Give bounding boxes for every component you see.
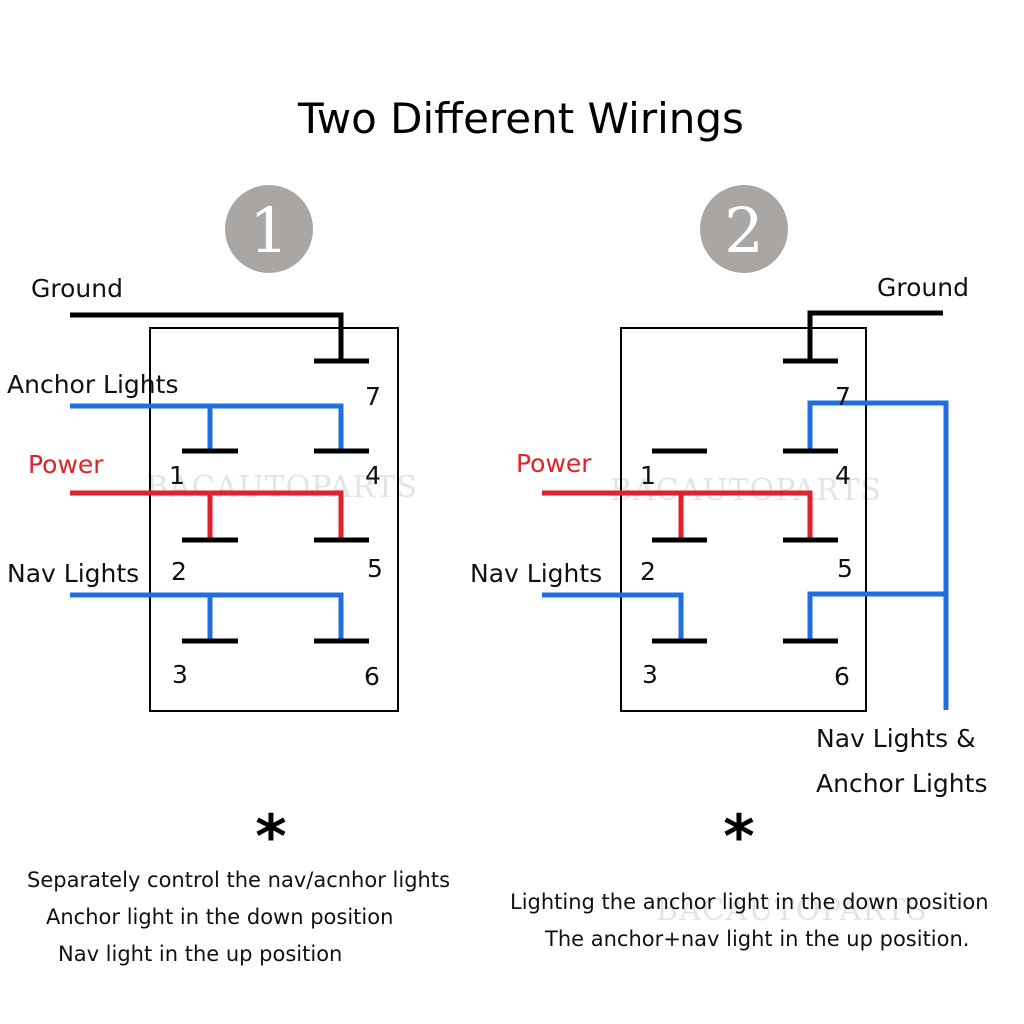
power-wire-2 bbox=[542, 490, 813, 540]
label-power-2: Power bbox=[516, 449, 592, 478]
pin-2-4: 4 bbox=[835, 461, 851, 490]
label-combined-2-line2: Anchor Lights bbox=[816, 769, 987, 798]
note-1-a: Separately control the nav/acnhor lights bbox=[27, 868, 450, 892]
badge-1-number: 1 bbox=[249, 194, 288, 267]
pin-1-5: 5 bbox=[367, 554, 383, 583]
note-1-c: Nav light in the up position bbox=[58, 942, 342, 966]
diagram-1: 1 7 1 4 2 5 3 6 Ground bbox=[7, 185, 450, 966]
watermark-3: BACAUTOPARTS bbox=[656, 893, 928, 928]
star-2: * bbox=[723, 802, 754, 872]
combined-wire-2-bottom bbox=[807, 591, 946, 641]
note-2-a: Lighting the anchor light in the down po… bbox=[510, 890, 989, 914]
pin-1-4: 4 bbox=[365, 461, 381, 490]
power-wire-1 bbox=[70, 490, 344, 540]
combined-wire-2-top bbox=[807, 400, 949, 710]
terminals-1 bbox=[182, 358, 369, 644]
pin-2-5: 5 bbox=[837, 554, 853, 583]
terminals-2 bbox=[652, 358, 838, 644]
pin-2-7: 7 bbox=[835, 382, 851, 411]
label-combined-2-line1: Nav Lights & bbox=[816, 724, 976, 753]
label-ground-2: Ground bbox=[877, 273, 969, 302]
nav-wire-2 bbox=[542, 592, 684, 641]
switch-body-2 bbox=[620, 327, 867, 712]
note-2-b: The anchor+nav light in the up position. bbox=[544, 927, 969, 951]
ground-wire-2 bbox=[807, 310, 943, 361]
label-ground-1: Ground bbox=[31, 274, 123, 303]
badge-1-circle bbox=[225, 185, 313, 273]
label-power-1: Power bbox=[28, 450, 104, 479]
pin-1-3: 3 bbox=[172, 660, 188, 689]
page-title: Two Different Wirings bbox=[297, 94, 744, 143]
pin-1-1: 1 bbox=[169, 461, 185, 490]
anchor-wire-1 bbox=[70, 403, 344, 451]
pin-1-2: 2 bbox=[171, 557, 187, 586]
label-nav-2: Nav Lights bbox=[470, 559, 602, 588]
star-1: * bbox=[255, 802, 286, 872]
pin-1-6: 6 bbox=[364, 662, 380, 691]
watermark-1: BACAUTOPARTS bbox=[146, 470, 418, 505]
pin-1-7: 7 bbox=[365, 382, 381, 411]
nav-wire-1 bbox=[70, 592, 344, 641]
badge-2-number: 2 bbox=[724, 194, 763, 267]
diagram-2: 2 7 1 4 2 5 3 6 Ground Power bbox=[470, 185, 989, 951]
label-anchor-1: Anchor Lights bbox=[7, 370, 178, 399]
ground-wire-1 bbox=[70, 312, 344, 361]
pin-2-3: 3 bbox=[642, 660, 658, 689]
pin-2-1: 1 bbox=[640, 461, 656, 490]
pin-2-6: 6 bbox=[834, 662, 850, 691]
badge-2-circle bbox=[700, 185, 788, 273]
note-1-b: Anchor light in the down position bbox=[46, 905, 393, 929]
pin-2-2: 2 bbox=[640, 557, 656, 586]
label-nav-1: Nav Lights bbox=[7, 559, 139, 588]
switch-body-1 bbox=[149, 327, 399, 712]
